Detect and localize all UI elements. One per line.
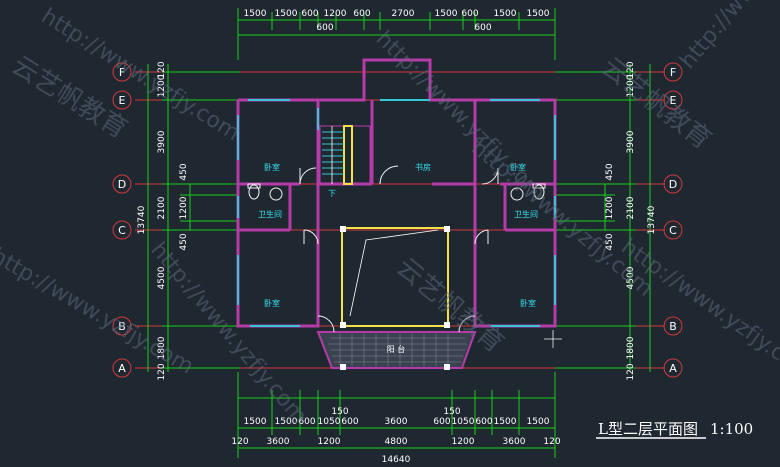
bottom-row2-dim-5: 3600 bbox=[503, 437, 526, 447]
axis-label-right-A: A bbox=[669, 362, 677, 375]
axis-label-left-C: C bbox=[118, 224, 126, 237]
bottom-sub-dim-1: 150 bbox=[443, 407, 460, 417]
left-dim-6: 450 bbox=[179, 233, 189, 250]
bottom-dim-10: 1500 bbox=[527, 417, 550, 427]
right-dim-7: 4500 bbox=[626, 266, 636, 289]
room-label-bedroom-ne: 卧室 bbox=[510, 162, 526, 172]
top-dimension-lines bbox=[237, 8, 556, 60]
stair: 下 bbox=[319, 125, 371, 198]
cad-cursor bbox=[544, 330, 562, 348]
drawing-title-block: L型二层平面图 1:100 bbox=[596, 420, 753, 439]
bottom-dim-7: 1050 bbox=[452, 417, 475, 427]
axis-label-right-C: C bbox=[669, 224, 677, 237]
axis-bubbles-left bbox=[112, 62, 132, 378]
room-label-bedroom-nw: 卧室 bbox=[264, 162, 280, 172]
left-dim-7: 4500 bbox=[157, 266, 167, 289]
bottom-row2-dim-0: 120 bbox=[231, 437, 248, 447]
bottom-row2-dim-6: 120 bbox=[543, 437, 560, 447]
axis-label-right-B: B bbox=[669, 320, 677, 333]
stair-label: 下 bbox=[328, 189, 336, 198]
axis-label-left-D: D bbox=[118, 178, 126, 191]
left-dim-9: 120 bbox=[157, 363, 167, 380]
right-dim-1: 1200 bbox=[626, 74, 636, 97]
top-dim-7: 600 bbox=[461, 9, 478, 19]
axis-label-right-D: D bbox=[669, 178, 677, 191]
bottom-total-dim: 14640 bbox=[382, 455, 411, 465]
top-dim-9: 1500 bbox=[527, 9, 550, 19]
top-dim-8: 1500 bbox=[494, 9, 517, 19]
axis-label-left-F: F bbox=[119, 66, 125, 79]
balcony bbox=[316, 331, 477, 370]
room-label-bedroom-sw: 卧室 bbox=[264, 298, 280, 308]
bottom-row2-dim-4: 1200 bbox=[452, 437, 475, 447]
right-dim-5: 2100 bbox=[626, 196, 636, 219]
top-dim-0: 1500 bbox=[244, 9, 267, 19]
bottom-row2-dim-1: 3600 bbox=[267, 437, 290, 447]
bottom-dimension-lines bbox=[237, 372, 556, 458]
left-dim-3: 450 bbox=[179, 163, 189, 180]
right-dim-8: 1800 bbox=[626, 336, 636, 359]
doors bbox=[299, 165, 499, 333]
left-dim-4: 1200 bbox=[179, 196, 189, 219]
left-total-dim: 13740 bbox=[137, 205, 147, 234]
bottom-dim-5: 3600 bbox=[385, 417, 408, 427]
top-dim-1: 1500 bbox=[275, 9, 298, 19]
drawing-title: L型二层平面图 bbox=[598, 420, 698, 438]
right-dim-6: 450 bbox=[605, 233, 615, 250]
right-dim-3: 450 bbox=[605, 163, 615, 180]
right-dim-4: 1200 bbox=[605, 196, 615, 219]
left-dim-0: 120 bbox=[157, 61, 167, 78]
left-dim-5: 2100 bbox=[157, 196, 167, 219]
top-dim-3: 1200 bbox=[324, 9, 347, 19]
bottom-dim-8: 600 bbox=[475, 417, 492, 427]
right-dim-0: 120 bbox=[626, 61, 636, 78]
axis-label-left-E: E bbox=[119, 94, 126, 107]
axis-label-left-A: A bbox=[118, 362, 126, 375]
central-void bbox=[340, 226, 450, 328]
axis-label-right-E: E bbox=[670, 94, 677, 107]
axis-label-left-B: B bbox=[118, 320, 126, 333]
left-dim-1: 1200 bbox=[157, 74, 167, 97]
room-label-study: 书房 bbox=[415, 162, 431, 172]
bottom-sub-dim-0: 150 bbox=[331, 407, 348, 417]
left-dim-8: 1800 bbox=[157, 336, 167, 359]
left-dim-2: 3900 bbox=[157, 130, 167, 153]
bottom-row2-dim-2: 1200 bbox=[318, 437, 341, 447]
right-dim-9: 120 bbox=[626, 363, 636, 380]
room-label-bathroom-e: 卫生间 bbox=[514, 209, 538, 219]
side-dimension-lines bbox=[147, 64, 651, 372]
drawing-scale: 1:100 bbox=[710, 420, 753, 438]
room-label-bedroom-se: 卧室 bbox=[520, 298, 536, 308]
bathroom-fixtures bbox=[247, 183, 546, 201]
right-total-dim: 13740 bbox=[647, 205, 657, 234]
right-dim-2: 3900 bbox=[626, 130, 636, 153]
windows bbox=[237, 99, 556, 327]
bottom-dim-4: 600 bbox=[341, 417, 358, 427]
room-label-bathroom-w: 卫生间 bbox=[258, 209, 282, 219]
room-label-balcony: 阳 台 bbox=[387, 344, 406, 354]
top-dim-6: 1500 bbox=[435, 9, 458, 19]
bottom-dim-9: 1500 bbox=[494, 417, 517, 427]
axis-bubbles-right bbox=[663, 62, 683, 378]
bottom-row2-dim-3: 4800 bbox=[385, 437, 408, 447]
top-sub-dim-1: 600 bbox=[474, 23, 491, 33]
top-dim-4: 600 bbox=[353, 9, 370, 19]
bottom-dim-3: 1050 bbox=[318, 417, 341, 427]
top-sub-dim-0: 600 bbox=[316, 23, 333, 33]
bottom-dim-0: 1500 bbox=[244, 417, 267, 427]
top-dim-5: 2700 bbox=[392, 9, 415, 19]
bottom-dim-1: 1500 bbox=[275, 417, 298, 427]
axis-label-right-F: F bbox=[670, 66, 676, 79]
bottom-dim-6: 600 bbox=[433, 417, 450, 427]
bottom-dim-2: 600 bbox=[298, 417, 315, 427]
top-dim-2: 600 bbox=[301, 9, 318, 19]
